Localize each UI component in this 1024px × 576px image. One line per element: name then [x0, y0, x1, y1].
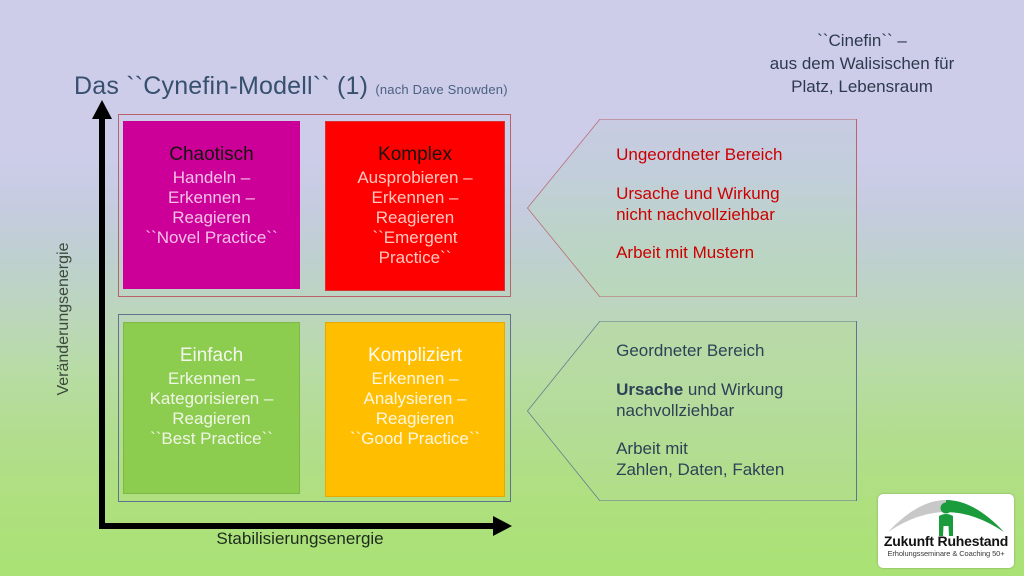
quadrant-komplex-line-5: Practice``: [378, 248, 452, 268]
cinefin-note-line-3: Platz, Lebensraum: [791, 76, 933, 96]
callout-unordered-p2-line-1: Ursache und Wirkung: [616, 183, 780, 203]
quadrant-chaotisch-line-2: Erkennen –: [168, 187, 255, 207]
callout-ordered-p3-line-2: Zahlen, Daten, Fakten: [616, 460, 785, 480]
page-title-number: (1): [337, 72, 369, 100]
quadrant-einfach[interactable]: Einfach Erkennen – Kategorisieren – Reag…: [123, 322, 300, 494]
cinefin-note-line-1: ``Cinefin`` –: [817, 31, 907, 50]
callout-ordered-paragraph-3: Arbeit mit Zahlen, Daten, Fakten: [616, 439, 844, 480]
quadrant-einfach-line-2: Kategorisieren –: [149, 388, 274, 408]
callout-ordered-fill: [527, 321, 857, 501]
y-axis-label: Veränderungsenergie: [55, 242, 72, 396]
quadrant-kompliziert-title: Kompliziert: [368, 345, 462, 366]
callout-ordered-text: Geordneter Bereich Ursache und Wirkung n…: [616, 321, 844, 501]
quadrant-chaotisch[interactable]: Chaotisch Handeln – Erkennen – Reagieren…: [123, 121, 300, 289]
quadrant-kompliziert-line-3: Reagieren: [375, 409, 455, 429]
quadrant-chaotisch-line-3: Reagieren: [172, 208, 251, 228]
x-axis-line: [99, 523, 497, 529]
quadrant-einfach-line-3: Reagieren: [172, 409, 251, 429]
quadrant-einfach-title: Einfach: [179, 345, 244, 366]
callout-unordered-p2-line-2: nicht nachvollziehbar: [616, 204, 775, 224]
ordered-domain-frame: [118, 314, 511, 502]
callout-ordered-paragraph-2: Ursache und Wirkung nachvollziehbar: [616, 380, 844, 421]
logo-arc-and-person-icon: [878, 498, 1014, 538]
quadrant-komplex-line-4: ``Emergent: [372, 228, 458, 248]
company-logo[interactable]: Zukunft Ruhestand Erholungsseminare & Co…: [878, 494, 1014, 568]
quadrant-chaotisch-line-1: Handeln –: [172, 167, 251, 187]
quadrant-kompliziert-line-4: ``Good Practice``: [349, 429, 481, 449]
quadrant-komplex-title: Komplex: [378, 144, 452, 165]
quadrant-kompliziert-line-2: Analysieren –: [363, 388, 467, 408]
quadrant-einfach-line-4: ``Best Practice``: [150, 429, 273, 449]
quadrant-kompliziert[interactable]: Kompliziert Erkennen – Analysieren – Rea…: [325, 322, 505, 497]
quadrant-komplex-line-3: Reagieren: [375, 208, 455, 228]
quadrant-chaotisch-line-4: ``Novel Practice``: [145, 228, 278, 248]
callout-unordered-heading: Ungeordneter Bereich: [616, 145, 783, 165]
callout-ordered-p3-line-1: Arbeit mit: [616, 439, 688, 459]
quadrant-komplex[interactable]: Komplex Ausprobieren – Erkennen – Reagie…: [325, 121, 505, 291]
callout-unordered-text: Ungeordneter Bereich Ursache und Wirkung…: [616, 119, 844, 297]
y-axis-line: [99, 114, 105, 529]
cinefin-definition-note: ``Cinefin`` – aus dem Walisischen für Pl…: [732, 30, 992, 99]
quadrant-einfach-line-1: Erkennen –: [168, 368, 255, 388]
logo-company-name: Zukunft Ruhestand: [883, 533, 1009, 549]
x-axis-label: Stabilisierungsenergie: [216, 529, 384, 548]
callout-ordered-heading: Geordneter Bereich: [616, 341, 765, 361]
logo-tagline: Erholungsseminare & Coaching 50+: [887, 549, 1005, 558]
page-title-main: Das ``Cynefin-Modell``: [74, 72, 337, 100]
cinefin-note-line-2: aus dem Walisischen für: [769, 53, 955, 73]
quadrant-komplex-line-1: Ausprobieren –: [357, 167, 473, 187]
callout-ordered-p2-line-2: nachvollziehbar: [616, 400, 735, 420]
callout-ordered-p2-line-1: Ursache und Wirkung: [616, 380, 844, 401]
callout-unordered-domain: Ungeordneter Bereich Ursache und Wirkung…: [527, 119, 857, 297]
callout-unordered-paragraph-3: Arbeit mit Mustern: [616, 243, 755, 263]
y-axis-arrowhead-icon: [92, 100, 112, 119]
callout-ordered-p2-rest: und Wirkung: [683, 379, 784, 399]
quadrant-komplex-line-2: Erkennen –: [371, 187, 459, 207]
page-title: Das ``Cynefin-Modell`` (1) (nach Dave Sn…: [74, 72, 508, 101]
quadrant-chaotisch-title: Chaotisch: [169, 144, 254, 165]
quadrant-kompliziert-line-1: Erkennen –: [371, 368, 459, 388]
callout-unordered-fill: [527, 119, 857, 297]
callout-ordered-p2-emphasis: Ursache: [616, 379, 684, 399]
page-title-source: (nach Dave Snowden): [375, 82, 508, 97]
callout-ordered-domain: Geordneter Bereich Ursache und Wirkung n…: [527, 321, 857, 501]
unordered-domain-frame: [118, 114, 511, 297]
callout-unordered-paragraph-2: Ursache und Wirkung nicht nachvollziehba…: [616, 184, 844, 225]
x-axis-arrowhead-icon: [493, 516, 512, 536]
